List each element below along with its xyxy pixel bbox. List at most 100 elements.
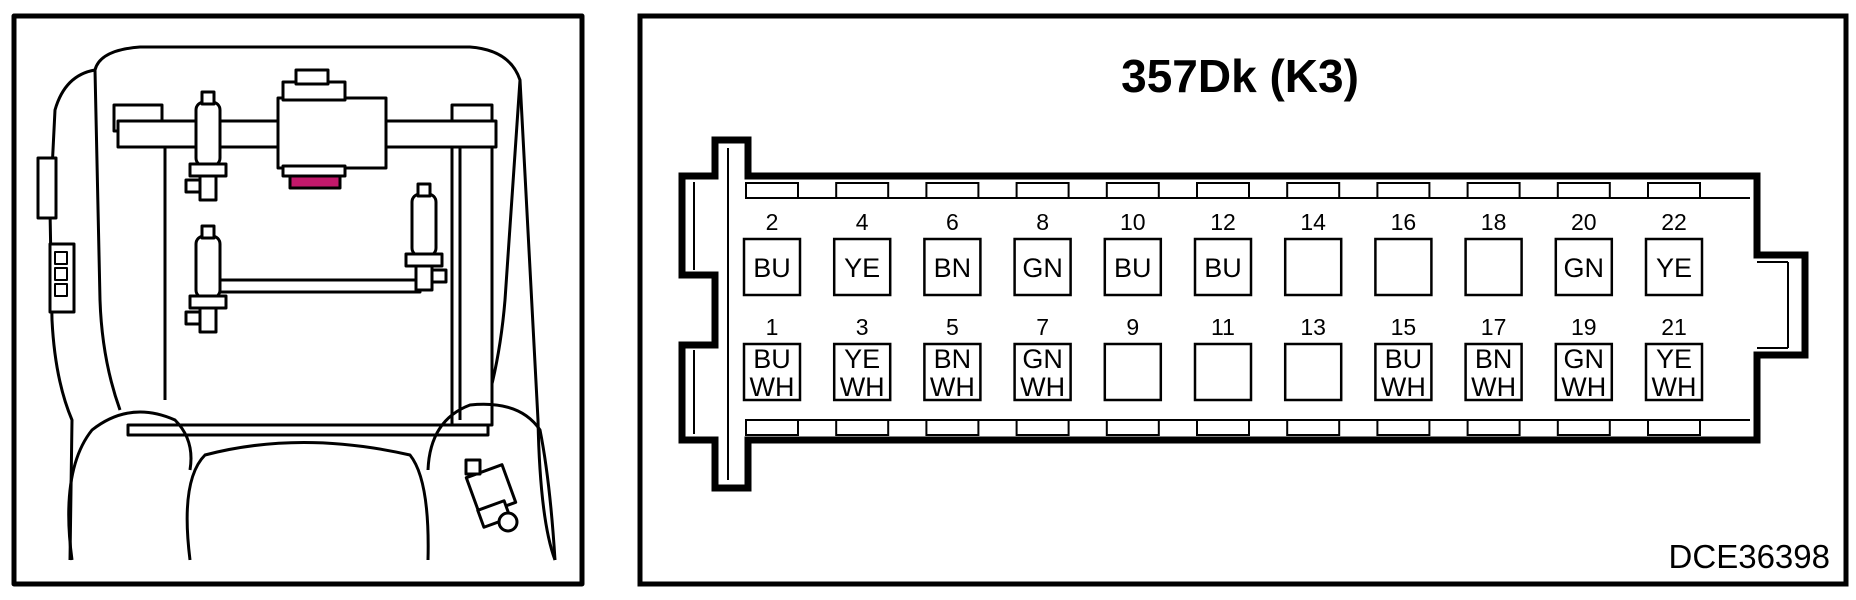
latch-tab bbox=[745, 182, 799, 199]
control-module bbox=[276, 96, 388, 170]
latch-tab bbox=[1196, 182, 1250, 199]
pin-cavity: 11 bbox=[1193, 314, 1253, 402]
latch-tab bbox=[835, 419, 890, 436]
pin-cavity: 18 bbox=[1464, 209, 1523, 297]
wire-color: BN bbox=[934, 344, 972, 374]
latch-tab bbox=[1466, 419, 1521, 436]
wire-color: WH bbox=[930, 372, 975, 402]
wire-color: YE bbox=[1656, 253, 1692, 283]
pin-cavity-box bbox=[923, 237, 982, 297]
pin-cavity-box bbox=[742, 237, 802, 297]
pin-number: 13 bbox=[1300, 314, 1326, 340]
latch-tab bbox=[1015, 182, 1070, 199]
actuator-plug-tip bbox=[430, 268, 448, 284]
pin-number: 3 bbox=[856, 314, 869, 340]
actuator-cap bbox=[200, 90, 216, 106]
pin-cavity-box bbox=[1013, 237, 1072, 297]
pin-cavity-box bbox=[923, 342, 982, 402]
lower-cross-bar bbox=[208, 278, 422, 294]
pin-number: 15 bbox=[1391, 314, 1417, 340]
pin-number: 10 bbox=[1120, 209, 1146, 235]
actuator-plug bbox=[198, 306, 218, 334]
wire-color: BU bbox=[1204, 253, 1242, 283]
wire-color: WH bbox=[750, 372, 795, 402]
pin-cavity-box bbox=[1013, 342, 1072, 402]
pin-cavity: 2BU bbox=[742, 209, 802, 297]
connector-outline bbox=[678, 136, 1809, 492]
latch-tab bbox=[835, 182, 890, 199]
cushion-left bbox=[67, 410, 193, 561]
pin-cavity-box bbox=[1103, 342, 1163, 402]
seat-back-outline bbox=[93, 45, 557, 561]
wire-color: BU bbox=[1114, 253, 1152, 283]
pin-number: 16 bbox=[1391, 209, 1417, 235]
actuator-plug bbox=[198, 174, 218, 202]
wire-color: WH bbox=[1381, 372, 1426, 402]
pin-cavity-box bbox=[1374, 342, 1433, 402]
pin-number: 9 bbox=[1126, 314, 1139, 340]
latch-tab bbox=[1376, 182, 1431, 199]
wire-color: GN bbox=[1022, 344, 1063, 374]
pin-number: 5 bbox=[946, 314, 959, 340]
wire-color: YE bbox=[1656, 344, 1692, 374]
latch-tab bbox=[1556, 419, 1611, 436]
pin-number: 20 bbox=[1571, 209, 1597, 235]
wire-color: GN bbox=[1022, 253, 1063, 283]
pin-cavity-box bbox=[1644, 342, 1704, 402]
pin-cavity: 6BN bbox=[923, 209, 982, 297]
latch-tab bbox=[1286, 182, 1341, 199]
pin-number: 1 bbox=[766, 314, 779, 340]
wire-color: YE bbox=[844, 344, 880, 374]
side-vent-slot bbox=[54, 267, 68, 281]
latch-tab bbox=[925, 419, 980, 436]
motor-mount bbox=[464, 458, 482, 476]
pin-cavity-box bbox=[1464, 342, 1523, 402]
side-vent-slot bbox=[54, 283, 68, 297]
pin-cavity: 16 bbox=[1374, 209, 1433, 297]
actuator-plug bbox=[414, 264, 434, 292]
latch-tab bbox=[1105, 419, 1160, 436]
wire-color: WH bbox=[1020, 372, 1065, 402]
pin-cavity-box bbox=[1193, 237, 1253, 297]
pin-cavity: 13 bbox=[1283, 314, 1343, 402]
actuator-body bbox=[194, 100, 222, 168]
pin-cavity: 8GN bbox=[1013, 209, 1072, 297]
latch-tab bbox=[1647, 419, 1701, 436]
wire-color: GN bbox=[1564, 344, 1605, 374]
latch-tab bbox=[1015, 419, 1070, 436]
wire-color: WH bbox=[1471, 372, 1516, 402]
latch-tabs bbox=[745, 182, 1701, 436]
pin-cavity-box bbox=[1103, 237, 1163, 297]
pin-number: 7 bbox=[1036, 314, 1049, 340]
pin-number: 11 bbox=[1211, 314, 1235, 340]
pin-number: 19 bbox=[1571, 314, 1597, 340]
actuator-plug-tip bbox=[184, 178, 202, 194]
latch-tab bbox=[1196, 419, 1250, 436]
pin-cavity-box bbox=[1374, 237, 1433, 297]
latch-tab bbox=[1105, 182, 1160, 199]
location-panel bbox=[11, 13, 585, 587]
pin-cavity-box bbox=[1554, 237, 1614, 297]
pin-cavity-box bbox=[832, 237, 892, 297]
pin-number: 22 bbox=[1661, 209, 1687, 235]
figure-code: DCE36398 bbox=[1669, 538, 1830, 575]
actuator-cap bbox=[200, 224, 216, 240]
wire-color: WH bbox=[1561, 372, 1606, 402]
side-vent-slot bbox=[54, 251, 68, 265]
pin-number: 18 bbox=[1481, 209, 1507, 235]
pin-cavity: 4YE bbox=[832, 209, 892, 297]
wire-color: BU bbox=[753, 253, 791, 283]
connector-title: 357Dk (K3) bbox=[1121, 50, 1359, 102]
seat-inner-contour bbox=[93, 69, 122, 411]
pin-number: 12 bbox=[1210, 209, 1236, 235]
